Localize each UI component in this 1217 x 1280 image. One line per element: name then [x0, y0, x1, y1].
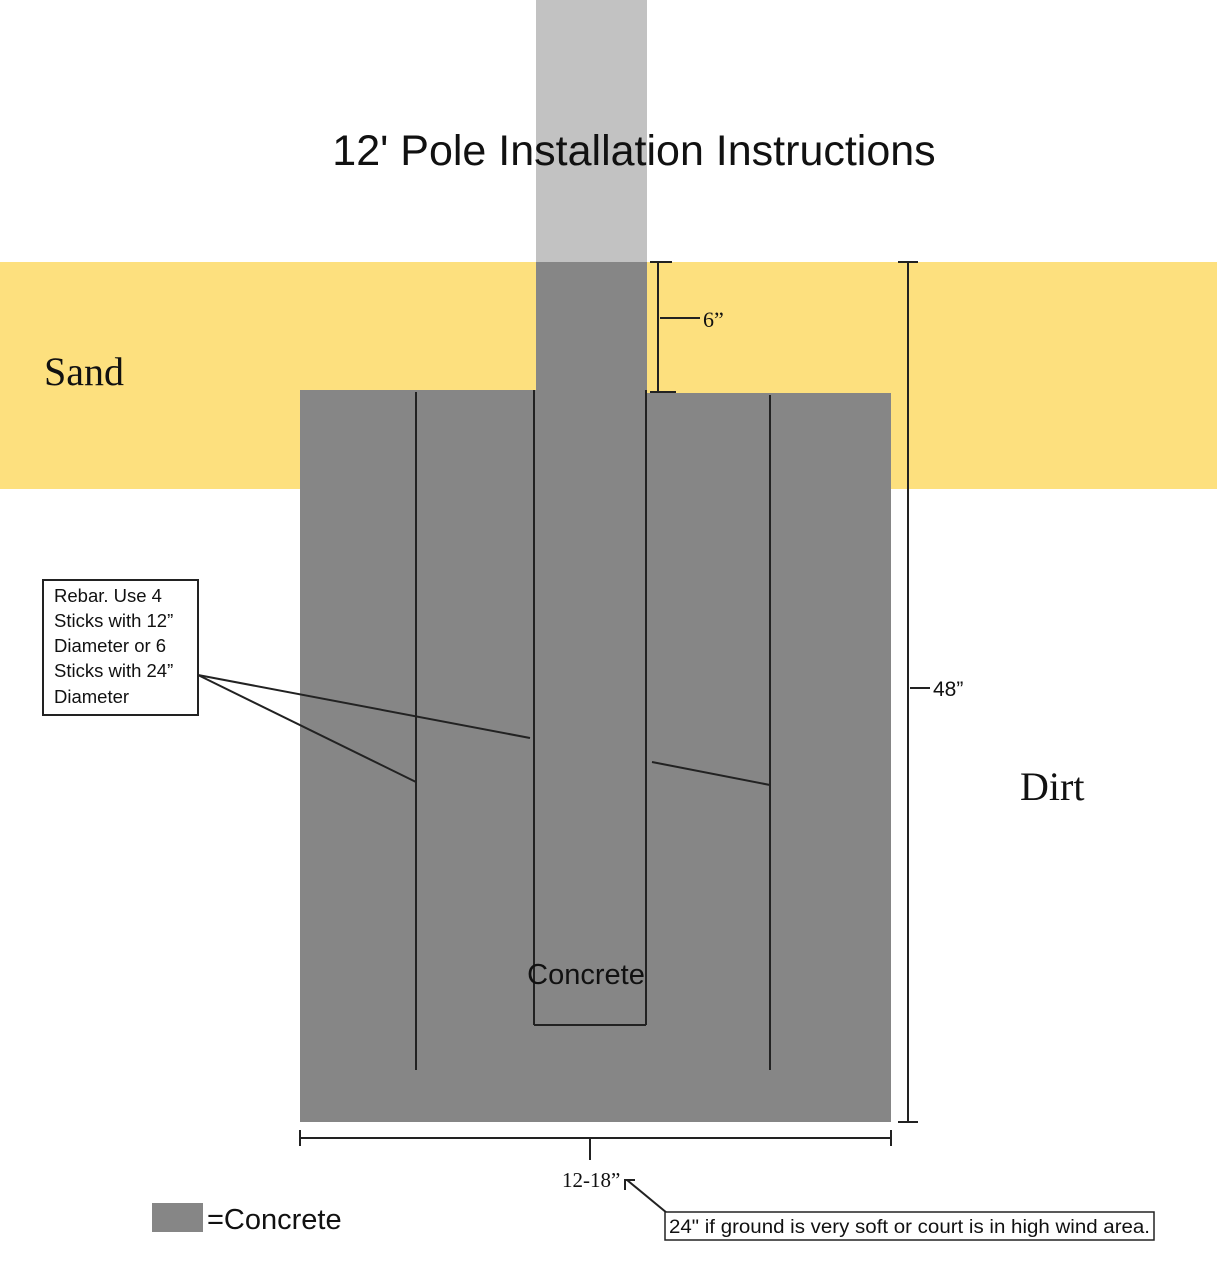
concrete-footing	[300, 262, 891, 1122]
legend-swatch-concrete	[152, 1203, 203, 1232]
dirt-label: Dirt	[1020, 764, 1084, 809]
dimension-lines	[299, 261, 930, 1214]
callout-leader	[197, 674, 531, 739]
rebar-callout-text: Rebar. Use 4 Sticks with 12” Diameter or…	[54, 585, 173, 707]
rebar-note-line: Diameter or 6	[54, 635, 166, 656]
rebar-lines	[197, 390, 771, 1070]
top-depth-label: 6”	[703, 307, 724, 332]
width-note: 24" if ground is very soft or court is i…	[669, 1217, 1150, 1238]
callout-leader	[197, 674, 417, 783]
width-note-box	[664, 1211, 1155, 1241]
width-label: 12-18”	[562, 1168, 620, 1192]
rebar-note-line: Sticks with 12”	[54, 610, 173, 631]
rebar-note-line: Rebar. Use 4	[54, 585, 162, 606]
sand-label: Sand	[44, 349, 124, 394]
callout-leader	[651, 761, 771, 786]
total-depth-label: 48”	[933, 678, 963, 701]
diagram-title: 12' Pole Installation Instructions	[332, 127, 935, 175]
pole	[536, 0, 647, 262]
concrete-label: Concrete	[527, 959, 645, 991]
rebar-callout-box	[42, 579, 199, 716]
rebar-note-line: Sticks with 24”	[54, 660, 173, 681]
rebar-note-line: Diameter	[54, 686, 129, 707]
legend-label: =Concrete	[207, 1204, 342, 1236]
